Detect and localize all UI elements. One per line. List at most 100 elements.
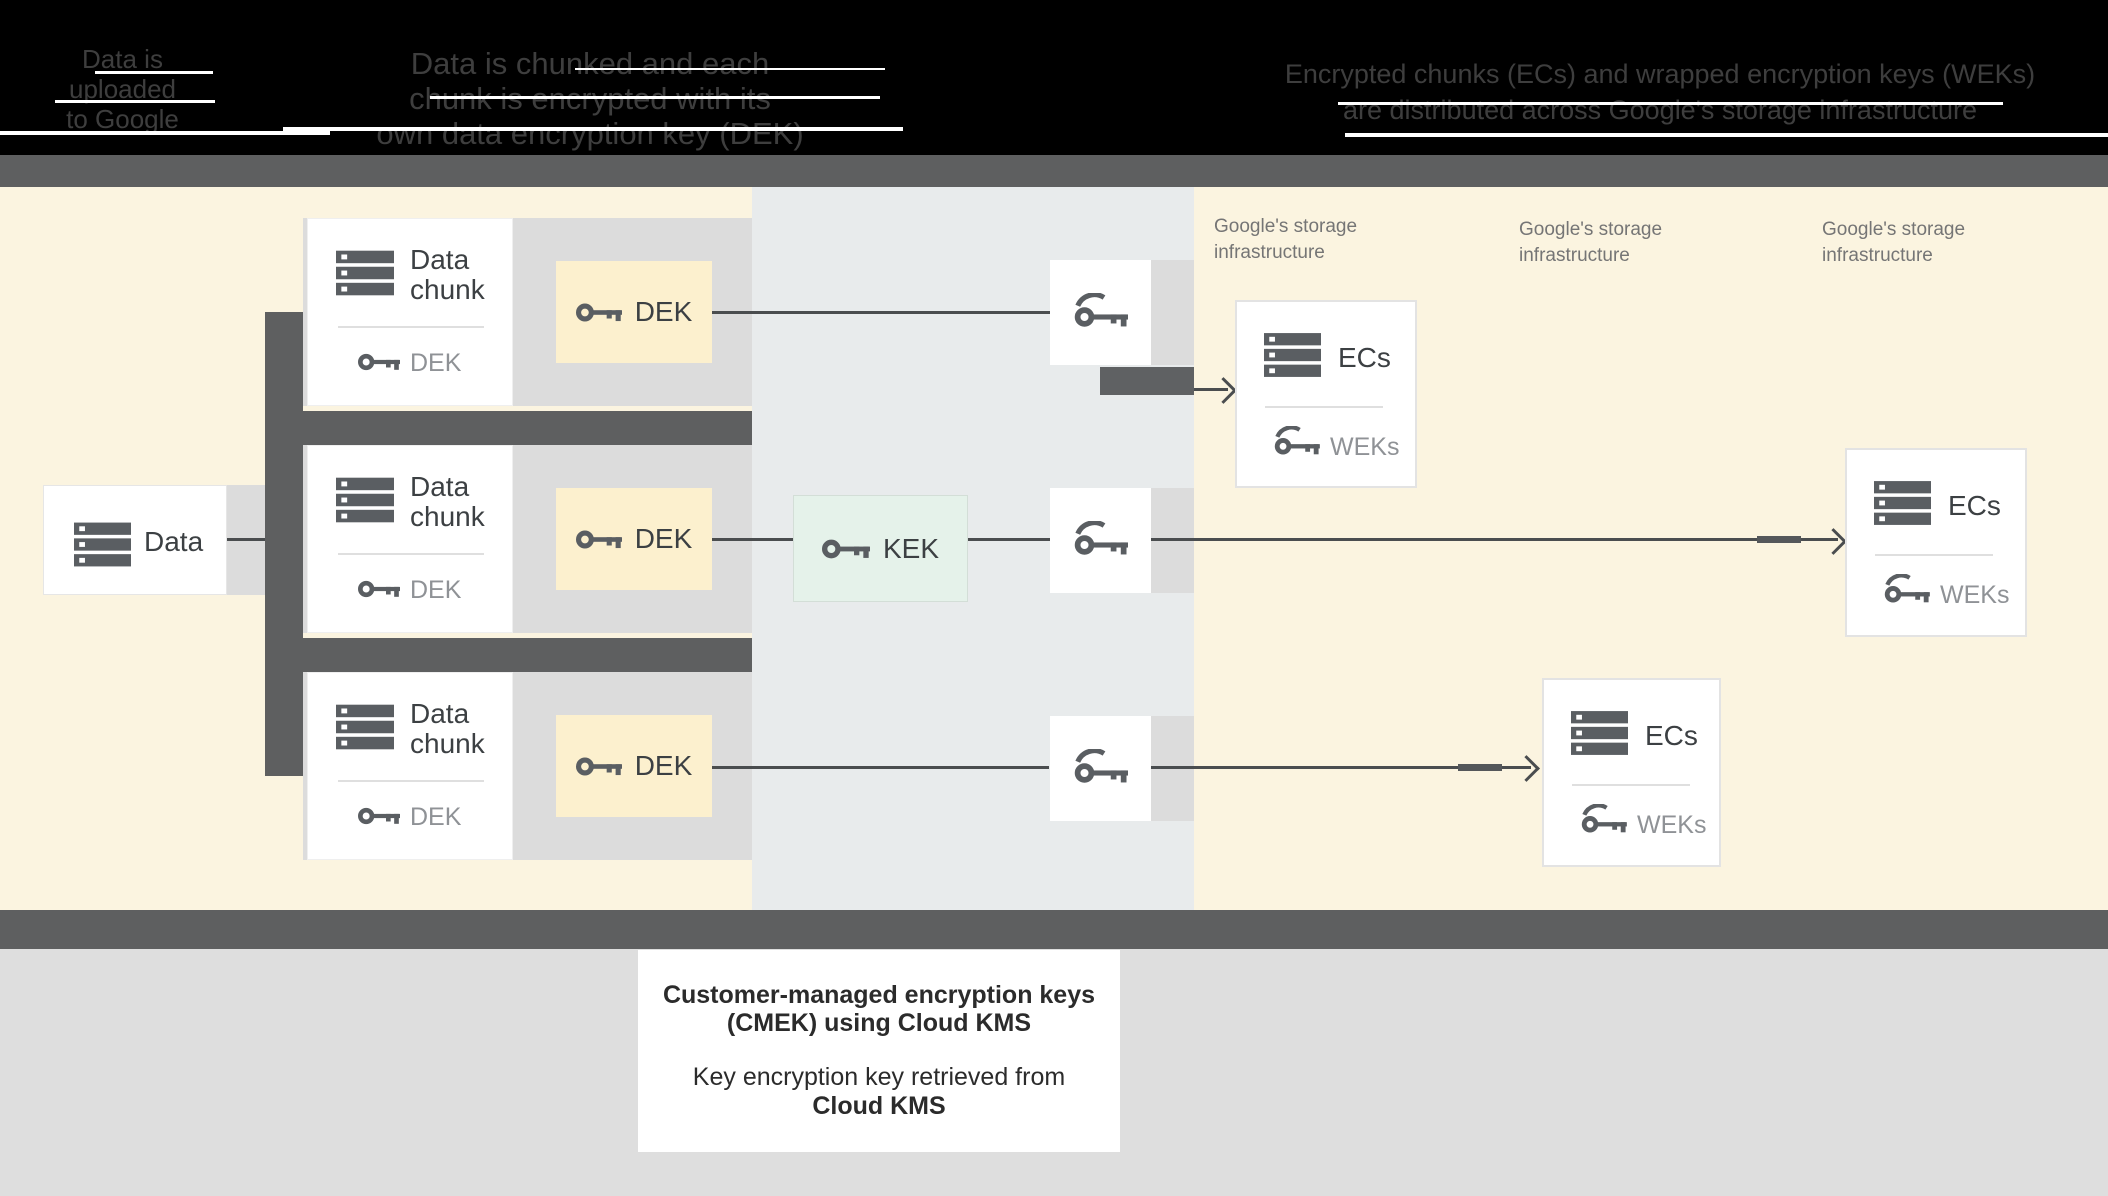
- storage-stack-icon: [336, 704, 394, 750]
- caption-line: Customer-managed encryption keys: [662, 981, 1096, 1009]
- storage-label-line: infrastructure: [1519, 245, 1630, 266]
- dek-card: DEK: [556, 488, 712, 590]
- redaction-line: [0, 131, 330, 135]
- arrow-line: [1151, 538, 1838, 541]
- redaction-line: [575, 68, 885, 70]
- thick-connector: [1100, 367, 1194, 395]
- storage-label-line: infrastructure: [1214, 242, 1325, 263]
- chunk-trunk-connector: [265, 312, 303, 776]
- storage-label-line: Google's storage: [1214, 216, 1358, 237]
- bottom-divider-band: [0, 910, 2108, 949]
- card-divider: [338, 553, 484, 555]
- ec-box: ECs WEKs: [1235, 300, 1417, 488]
- ec-box-key-label: WEKs: [1330, 433, 1400, 461]
- header-step-3: Encrypted chunks (ECs) and wrapped encry…: [1265, 56, 2055, 128]
- connector-line: [712, 766, 1049, 769]
- header-step-2-line: Data is chunked and each: [410, 46, 770, 81]
- wrapped-key-icon: [1074, 749, 1128, 788]
- header-step-3-line: are distributed across Google's storage …: [1343, 95, 1977, 125]
- data-chunk-card: Data chunk DEK: [307, 218, 513, 406]
- storage-stack-icon: [1264, 332, 1321, 378]
- chunk-title: Data: [410, 244, 470, 275]
- wrapped-key-icon: [1274, 426, 1320, 459]
- storage-label-line: infrastructure: [1822, 245, 1933, 266]
- header-step-1-line: to Google: [66, 104, 179, 134]
- connector-line: [968, 538, 1050, 541]
- wrapped-key-icon: [1074, 521, 1128, 560]
- card-divider: [338, 326, 484, 328]
- kek-label: KEK: [882, 532, 940, 564]
- key-icon: [576, 299, 622, 326]
- key-node-shadow: [1151, 260, 1194, 365]
- cmek-caption-box: Customer-managed encryption keys (CMEK) …: [638, 950, 1120, 1152]
- data-chunk-row: Data chunk DEK DEK: [303, 445, 752, 633]
- storage-zone-label: Google's storage infrastructure: [1822, 217, 2022, 269]
- data-chunk-card: Data chunk DEK: [307, 672, 513, 860]
- wrapped-key-node: [1050, 716, 1151, 821]
- storage-stack-icon: [1571, 710, 1628, 756]
- data-box: Data: [43, 485, 227, 595]
- header-step-3-line: Encrypted chunks (ECs) and wrapped encry…: [1284, 59, 2036, 89]
- redaction-line: [55, 100, 215, 103]
- storage-zone-label: Google's storage infrastructure: [1214, 214, 1414, 266]
- wrapped-key-node: [1050, 488, 1151, 593]
- connector-line: [712, 538, 793, 541]
- card-divider: [1875, 554, 1993, 556]
- chunk-title: chunk: [410, 501, 485, 532]
- chunk-key-label: DEK: [410, 349, 462, 377]
- key-icon: [358, 350, 400, 374]
- redaction-line: [430, 96, 880, 99]
- header-step-1: Data is uploaded to Google: [35, 44, 210, 134]
- chunk-title: Data: [410, 698, 470, 729]
- chunk-key-label: DEK: [410, 576, 462, 604]
- storage-stack-icon: [336, 250, 394, 296]
- card-divider: [1265, 406, 1383, 408]
- arrow-thick-segment: [1757, 536, 1801, 543]
- kek-box: KEK: [793, 495, 968, 602]
- arrow-thick-segment: [1458, 764, 1502, 771]
- key-icon: [358, 804, 400, 828]
- redaction-line: [95, 71, 213, 74]
- header-step-2: Data is chunked and each chunk is encryp…: [260, 46, 920, 151]
- data-box-label: Data: [144, 526, 204, 557]
- dek-card: DEK: [556, 261, 712, 363]
- wrapped-key-icon: [1884, 574, 1930, 607]
- chunk-title: Data: [410, 471, 470, 502]
- ec-box-title: ECs: [1645, 720, 1698, 751]
- key-icon: [358, 577, 400, 601]
- caption-line: Key encryption key retrieved from: [692, 1063, 1066, 1091]
- ec-box-title: ECs: [1948, 490, 2001, 521]
- dek-card-label: DEK: [634, 523, 693, 554]
- wrapped-key-icon: [1581, 804, 1627, 837]
- dek-card-label: DEK: [634, 750, 693, 781]
- storage-label-line: Google's storage: [1822, 219, 1966, 240]
- ec-box: ECs WEKs: [1845, 448, 2027, 637]
- key-icon: [576, 753, 622, 780]
- storage-stack-icon: [336, 477, 394, 523]
- redaction-line: [1345, 133, 2108, 137]
- ec-box-key-label: WEKs: [1637, 811, 1707, 839]
- dek-card-label: DEK: [634, 296, 693, 327]
- key-icon: [576, 526, 622, 553]
- ec-box-title: ECs: [1338, 342, 1391, 373]
- dek-card: DEK: [556, 715, 712, 817]
- arrow-line: [1151, 766, 1531, 769]
- caption-line: Cloud KMS: [812, 1092, 946, 1120]
- connector-line: [227, 538, 265, 541]
- ec-box: ECs WEKs: [1542, 678, 1721, 867]
- storage-zone-label: Google's storage infrastructure: [1519, 217, 1719, 269]
- connector-line: [712, 311, 1050, 314]
- storage-stack-icon: [1874, 480, 1931, 526]
- key-icon: [822, 535, 870, 563]
- chunk-title: chunk: [410, 274, 485, 305]
- top-divider-band: [0, 155, 2108, 187]
- chunk-key-label: DEK: [410, 803, 462, 831]
- row-divider-band: [303, 411, 752, 446]
- redaction-line: [1338, 102, 2003, 105]
- wrapped-key-node: [1050, 260, 1151, 365]
- storage-stack-icon: [74, 522, 131, 567]
- ec-box-key-label: WEKs: [1940, 581, 2010, 609]
- wrapped-key-icon: [1074, 293, 1128, 332]
- data-chunk-row: Data chunk DEK DEK: [303, 672, 752, 860]
